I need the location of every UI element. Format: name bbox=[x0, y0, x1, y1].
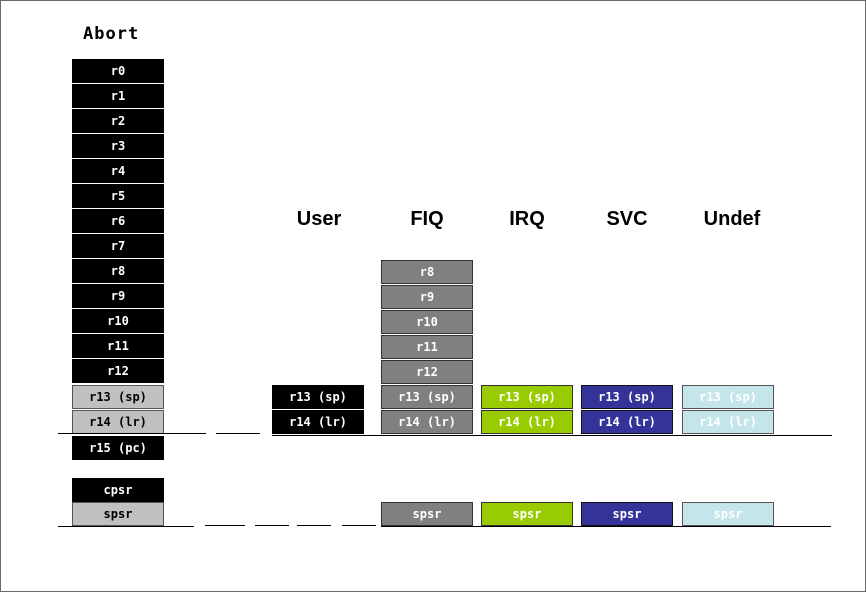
abort-reg-r5: r5 bbox=[72, 184, 164, 208]
user-reg-r14: r14 (lr) bbox=[272, 410, 364, 434]
underline-abort-r14 bbox=[58, 433, 206, 434]
abort-reg-r13: r13 (sp) bbox=[72, 385, 164, 409]
user-reg-r13: r13 (sp) bbox=[272, 385, 364, 409]
fiq-reg-spsr: spsr bbox=[381, 502, 473, 526]
abort-title: Abort bbox=[83, 24, 140, 44]
undef-reg-r14: r14 (lr) bbox=[682, 410, 774, 434]
abort-reg-r14: r14 (lr) bbox=[72, 410, 164, 434]
underline-dash-4 bbox=[342, 525, 376, 526]
irq-reg-r13: r13 (sp) bbox=[481, 385, 573, 409]
header-undef: Undef bbox=[703, 208, 761, 230]
fiq-reg-r11: r11 bbox=[381, 335, 473, 359]
fiq-reg-r12: r12 bbox=[381, 360, 473, 384]
abort-reg-r9: r9 bbox=[72, 284, 164, 308]
abort-reg-spsr: spsr bbox=[72, 502, 164, 526]
abort-reg-r8: r8 bbox=[72, 259, 164, 283]
fiq-reg-r13: r13 (sp) bbox=[381, 385, 473, 409]
abort-reg-r15: r15 (pc) bbox=[72, 436, 164, 460]
irq-reg-r14: r14 (lr) bbox=[481, 410, 573, 434]
abort-reg-r4: r4 bbox=[72, 159, 164, 183]
abort-reg-r10: r10 bbox=[72, 309, 164, 333]
fiq-reg-r14: r14 (lr) bbox=[381, 410, 473, 434]
abort-reg-r3: r3 bbox=[72, 134, 164, 158]
underline-modes-r14 bbox=[272, 435, 832, 436]
fiq-reg-r8: r8 bbox=[381, 260, 473, 284]
underline-gap-1 bbox=[216, 433, 260, 434]
header-svc: SVC bbox=[606, 208, 648, 230]
fiq-reg-r9: r9 bbox=[381, 285, 473, 309]
header-irq: IRQ bbox=[509, 208, 545, 230]
svc-reg-spsr: spsr bbox=[581, 502, 673, 526]
underline-dash-2 bbox=[255, 525, 289, 526]
abort-reg-cpsr: cpsr bbox=[72, 478, 164, 502]
svc-reg-r13: r13 (sp) bbox=[581, 385, 673, 409]
undef-reg-r13: r13 (sp) bbox=[682, 385, 774, 409]
fiq-reg-r10: r10 bbox=[381, 310, 473, 334]
underline-dash-3 bbox=[297, 525, 331, 526]
irq-reg-spsr: spsr bbox=[481, 502, 573, 526]
underline-dash-1 bbox=[205, 525, 245, 526]
underline-abort-spsr bbox=[58, 526, 194, 527]
abort-reg-r1: r1 bbox=[72, 84, 164, 108]
abort-reg-r0: r0 bbox=[72, 59, 164, 83]
undef-reg-spsr: spsr bbox=[682, 502, 774, 526]
header-fiq: FIQ bbox=[410, 208, 444, 230]
abort-reg-r12: r12 bbox=[72, 359, 164, 383]
abort-reg-r11: r11 bbox=[72, 334, 164, 358]
header-user: User bbox=[296, 208, 342, 230]
abort-reg-r2: r2 bbox=[72, 109, 164, 133]
abort-reg-r6: r6 bbox=[72, 209, 164, 233]
underline-modes-spsr bbox=[381, 526, 831, 527]
abort-reg-r7: r7 bbox=[72, 234, 164, 258]
svc-reg-r14: r14 (lr) bbox=[581, 410, 673, 434]
